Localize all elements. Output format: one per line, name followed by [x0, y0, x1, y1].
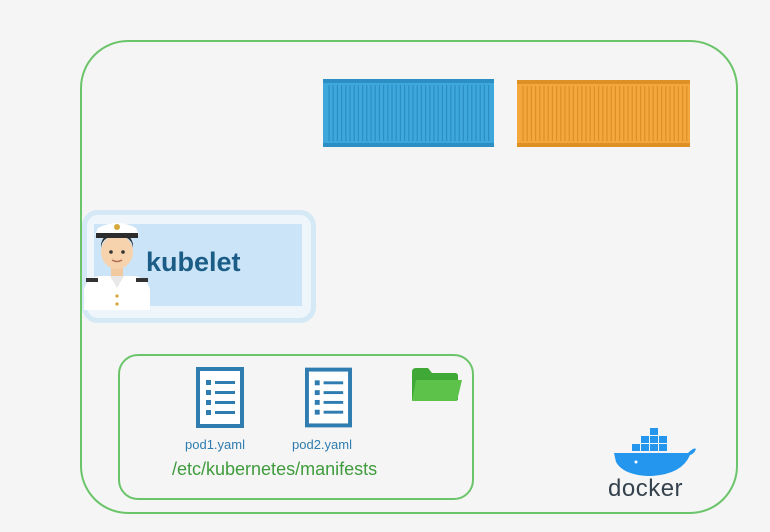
worker-node-boundary [80, 40, 738, 514]
file-label-pod2: pod2.yaml [292, 437, 352, 452]
document-icon [196, 367, 244, 428]
docker-whale-icon [614, 428, 696, 476]
folder-icon [412, 368, 462, 401]
blue-container-icon [323, 79, 494, 147]
manifests-directory-box [118, 354, 474, 500]
kubelet-label: kubelet [146, 247, 241, 277]
orange-container-icon [517, 80, 690, 147]
document-icon [305, 367, 352, 428]
captain-icon [84, 223, 150, 310]
docker-label: docker [608, 475, 684, 502]
manifests-path-label: /etc/kubernetes/manifests [172, 459, 378, 479]
file-label-pod1: pod1.yaml [185, 437, 245, 452]
